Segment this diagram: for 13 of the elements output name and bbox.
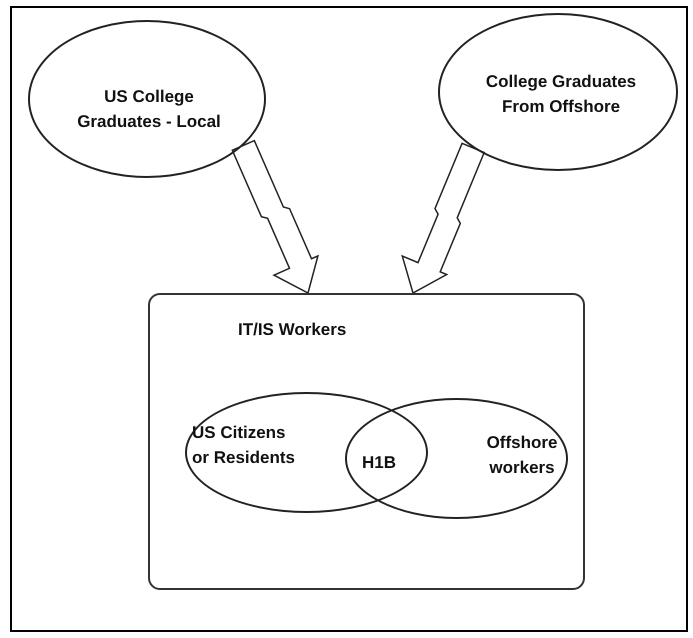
node-label: US Citizens or Residents <box>192 422 296 469</box>
source-ellipse <box>28 20 266 178</box>
venn-ellipse <box>185 392 428 513</box>
venn-ellipse <box>345 398 568 519</box>
node-label: Offshore workers <box>486 432 558 479</box>
overlap-label: H1B <box>362 452 396 474</box>
node-label: US College Graduates - Local <box>76 86 222 133</box>
block-arrow <box>401 142 486 294</box>
block-arrow <box>231 140 320 294</box>
group-box <box>148 293 585 590</box>
node-label: College Graduates From Offshore <box>484 71 638 118</box>
source-ellipse <box>438 13 678 171</box>
node-label: IT/IS Workers <box>238 319 348 341</box>
